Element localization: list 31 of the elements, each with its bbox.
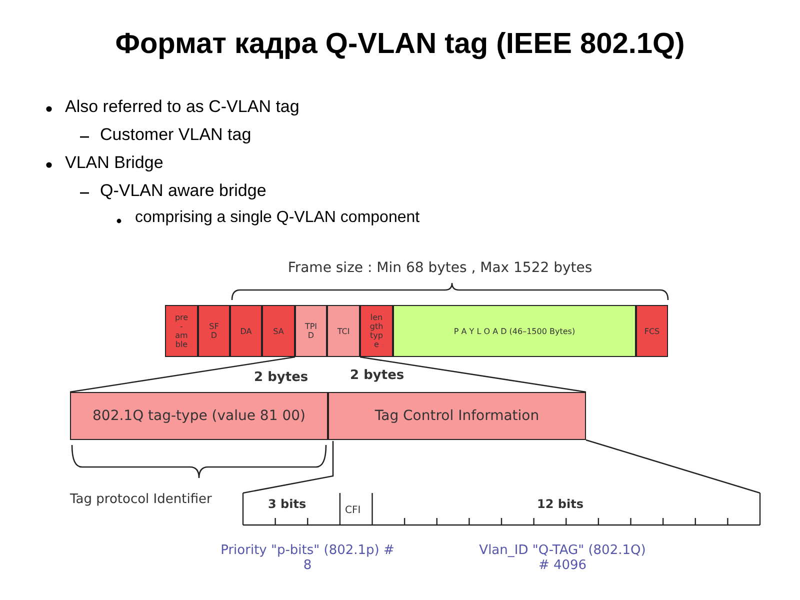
dimension-label: 12 bits [537, 497, 584, 511]
tag-field: Tag Control Information [328, 392, 586, 440]
bullet-text: VLAN Bridge [65, 153, 164, 173]
field-label: Vlan_ID "Q-TAG" (802.1Q) # 4096 [478, 543, 647, 573]
frame-field: len gth typ e [360, 305, 393, 357]
frame-field: TCI [327, 305, 360, 357]
frame-field: TPI D [295, 305, 327, 357]
frame-field: P A Y L O A D (46–1500 Bytes) [393, 305, 636, 357]
field-label: Priority "p-bits" (802.1p) # 8 [220, 543, 396, 573]
zoom-line [242, 441, 334, 494]
bullet-text: Q-VLAN aware bridge [100, 181, 268, 201]
frame-field: SF D [198, 305, 230, 357]
zoom-line [70, 356, 296, 393]
field-label: Tag protocol Identifier [70, 492, 213, 507]
frame-field: SA [262, 305, 295, 357]
frame-field: FCS [636, 305, 668, 357]
zoom-line [586, 439, 760, 494]
zoom-line [360, 356, 586, 393]
dimension-label: Frame size : Min 68 bytes , Max 1522 bytes [286, 259, 594, 278]
dimension-label: 2 bytes [350, 368, 406, 383]
frame-field: DA [230, 305, 262, 357]
title: Формат кадра Q-VLAN tag (IEEE 802.1Q) [114, 28, 686, 61]
bit-ruler [242, 493, 761, 526]
frame-field: pre - am ble [165, 305, 198, 357]
dimension-label: 3 bits [268, 497, 308, 511]
bullet-text: Also referred to as C-VLAN tag [65, 97, 300, 117]
dimension-label: 2 bytes [254, 370, 310, 385]
field-label: CFI [345, 505, 362, 516]
bullet-text: Customer VLAN tag [100, 125, 252, 145]
bullet-text: comprising a single Q-VLAN component [135, 209, 421, 227]
tag-field: 802.1Q tag-type (value 81 00) [70, 392, 328, 440]
